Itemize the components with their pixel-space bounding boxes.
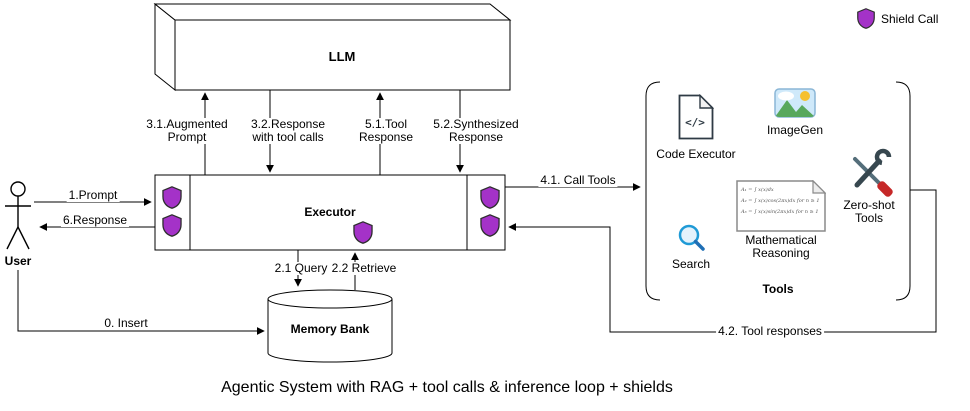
diagram-title: Agentic System with RAG + tool calls & i…: [221, 379, 673, 396]
edge-label-retrieve: 2.2 Retrieve: [329, 261, 399, 275]
label-line: Response: [448, 130, 504, 144]
code-executor-icon: </>: [678, 94, 714, 140]
imagegen-icon: [774, 88, 816, 118]
llm-cube: [153, 2, 512, 92]
edge-label-prompt: 1.Prompt: [66, 188, 120, 202]
label-line: Tools: [854, 211, 884, 225]
shield-call-legend-icon: [857, 8, 875, 29]
shield-icon: [162, 214, 182, 237]
tools-group-label: Tools: [762, 282, 794, 296]
label-line: 3.2.Response: [250, 117, 326, 131]
code-glyph: </>: [685, 116, 705, 129]
executor-box: [154, 174, 506, 251]
edge-label-response-with-tool-calls: 3.2.Response with tool calls: [248, 117, 328, 144]
zero-shot-tools-icon: [845, 145, 895, 197]
shield-call-legend-label: Shield Call: [881, 12, 939, 26]
label-line: 5.2.Synthesized: [433, 117, 519, 131]
code-executor-label: Code Executor: [656, 147, 736, 161]
shield-icon: [353, 221, 373, 244]
label-line: 5.1.Tool: [364, 117, 408, 131]
edge-label-insert: 0. Insert: [102, 316, 150, 330]
math-reasoning-doc-icon: A₁ = ∫ x(x)dx A₂ = ∫ x(x)cos(2πx)dx for …: [736, 180, 826, 232]
zero-shot-label: Zero-shot Tools: [843, 199, 894, 225]
edge-label-synthesized-response: 5.2.Synthesized Response: [431, 117, 521, 144]
label-line: Reasoning: [752, 246, 810, 260]
edge-label-augmented-prompt: 3.1.Augmented Prompt: [144, 117, 230, 144]
label-line: Mathematical: [745, 233, 817, 247]
search-icon: [676, 222, 706, 254]
edge-label-call-tools: 4.1. Call Tools: [538, 173, 618, 187]
math-reasoning-label: Mathematical Reasoning: [745, 234, 816, 260]
shield-icon: [480, 186, 500, 209]
tools-right-bracket: [895, 81, 911, 301]
shield-icon: [162, 186, 182, 209]
math-doc-line: A₁ = ∫ x(x)dx: [741, 187, 774, 193]
edge-label-tool-response: 5.1.Tool Response: [356, 117, 416, 144]
tools-left-bracket: [645, 81, 661, 301]
edge-label-tool-responses: 4.2. Tool responses: [716, 324, 824, 338]
label-line: Response: [358, 130, 414, 144]
user-stick-figure: [5, 181, 31, 250]
edge-label-query: 2.1 Query: [272, 261, 330, 275]
label-line: Zero-shot: [843, 198, 895, 212]
shield-icon: [480, 214, 500, 237]
math-doc-line: A₂ = ∫ x(x)cos(2πx)dx for n ≥ 1: [741, 198, 820, 204]
search-label: Search: [671, 257, 711, 271]
label-line: Prompt: [167, 130, 207, 144]
llm-label: LLM: [328, 49, 356, 64]
label-line: 3.1.Augmented: [146, 117, 228, 131]
executor-label: Executor: [304, 205, 356, 219]
user-label: User: [4, 254, 32, 268]
memory-bank-label: Memory Bank: [290, 322, 370, 336]
math-doc-line: A₃ = ∫ x(x)sin(2πx)dx for n ≥ 1: [741, 209, 819, 215]
memory-bank-cylinder: [267, 289, 393, 363]
edge-insert: [17, 270, 265, 335]
edge-label-response: 6.Response: [60, 213, 130, 227]
imagegen-label: ImageGen: [766, 123, 824, 137]
label-line: with tool calls: [252, 130, 324, 144]
